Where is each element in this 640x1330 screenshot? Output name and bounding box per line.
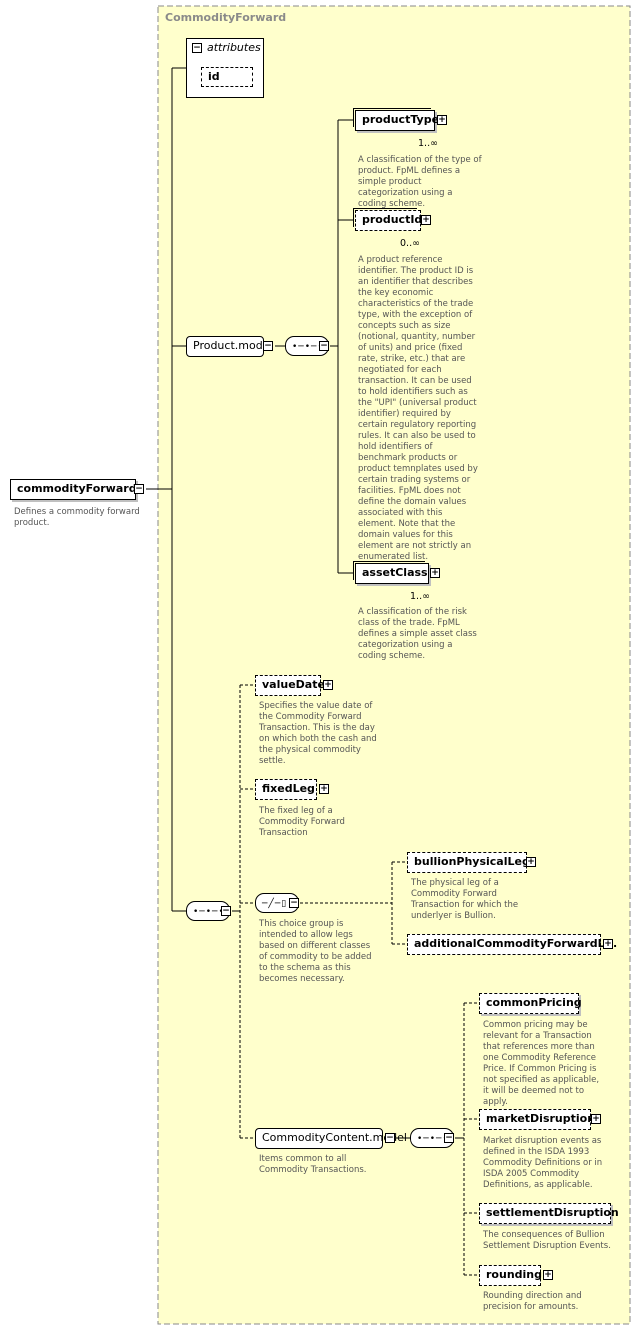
element-settlementDisruption[interactable]: settlementDisruption [479,1203,619,1224]
element-label: commonPricing [486,996,582,1009]
collapse-icon[interactable]: − [192,43,202,53]
collapse-icon[interactable]: − [385,1133,395,1143]
product-model-label: Product.model [193,339,273,352]
cardinality: 0..∞ [400,238,420,249]
element-label: productType [362,113,440,126]
content-model-label: CommodityContent.model [262,1131,407,1144]
expand-icon[interactable]: + [323,680,333,690]
expand-icon[interactable]: + [526,857,536,867]
root-element[interactable]: commodityForward [10,479,137,500]
collapse-icon[interactable]: − [319,341,329,351]
element-label: assetClass [362,566,428,579]
expand-icon[interactable]: + [421,215,431,225]
element-label: fixedLeg [262,782,315,795]
commodity-content-model-group[interactable]: CommodityContent.model [255,1128,407,1149]
element-commonPricing[interactable]: commonPricing [479,993,582,1014]
choice-compositor-icon[interactable]: ─╱─▯ [255,893,299,913]
collapse-icon[interactable]: − [221,906,231,916]
attributes-box: − attributes id [186,38,264,98]
element-assetClass[interactable]: assetClass [353,561,429,584]
element-description: A product reference identifier. The prod… [358,255,478,562]
element-label: valueDate [262,678,325,691]
element-description: Rounding direction and precision for amo… [483,1291,582,1312]
element-label: productId [362,213,423,226]
element-productType[interactable]: productType [353,108,439,131]
choice-description: This choice group is intended to allow l… [259,919,372,984]
expand-icon[interactable]: + [591,1114,601,1124]
element-additionalCommodityForwardLeg[interactable]: additionalCommodityForwardL... [407,934,617,955]
element-marketDisruption[interactable]: marketDisruption [479,1109,595,1130]
element-label: bullionPhysicalLeg [414,855,530,868]
element-valueDate[interactable]: valueDate [255,675,325,696]
element-description: Specifies the value date of the Commodit… [259,701,377,766]
element-description: A classification of the risk class of th… [358,607,477,661]
collapse-icon[interactable]: − [134,484,144,494]
element-description: The physical leg of a Commodity Forward … [411,878,519,921]
collapse-icon[interactable]: − [263,341,273,351]
group-title: CommodityForward [165,11,287,24]
element-rounding[interactable]: rounding [479,1265,542,1286]
cardinality: 1..∞ [410,591,430,602]
root-element-label: commodityForward [17,482,137,495]
root-description: Defines a commodity forward product. [14,507,140,528]
expand-icon[interactable]: + [603,939,613,949]
expand-icon[interactable]: + [543,1270,553,1280]
element-fixedLeg[interactable]: fixedLeg [255,779,317,800]
attribute-id[interactable]: id [201,67,253,87]
element-description: The consequences of Bullion Settlement D… [483,1230,611,1251]
element-bullionPhysicalLeg[interactable]: bullionPhysicalLeg [407,852,530,873]
product-model-group[interactable]: Product.model [186,336,273,357]
element-productId[interactable]: productId [353,208,423,231]
element-label: marketDisruption [486,1112,596,1125]
content-model-description: Items common to all Commodity Transactio… [259,1154,367,1175]
element-label: additionalCommodityForwardL... [414,937,618,950]
element-label: settlementDisruption [486,1206,619,1219]
expand-icon[interactable]: + [319,784,329,794]
element-description: Market disruption events as defined in t… [483,1136,603,1190]
element-description: A classification of the type of product.… [358,155,482,209]
cardinality: 1..∞ [418,138,438,149]
collapse-icon[interactable]: − [289,898,299,908]
expand-icon[interactable]: + [437,115,447,125]
collapse-icon[interactable]: − [444,1133,454,1143]
element-description: Common pricing may be relevant for a Tra… [483,1020,600,1107]
element-description: The fixed leg of a Commodity Forward Tra… [259,806,345,838]
attributes-label: attributes [207,41,261,54]
sequence-compositor-icon[interactable]: •─•─• [186,901,230,921]
expand-icon[interactable]: + [430,568,440,578]
element-label: rounding [486,1268,542,1281]
